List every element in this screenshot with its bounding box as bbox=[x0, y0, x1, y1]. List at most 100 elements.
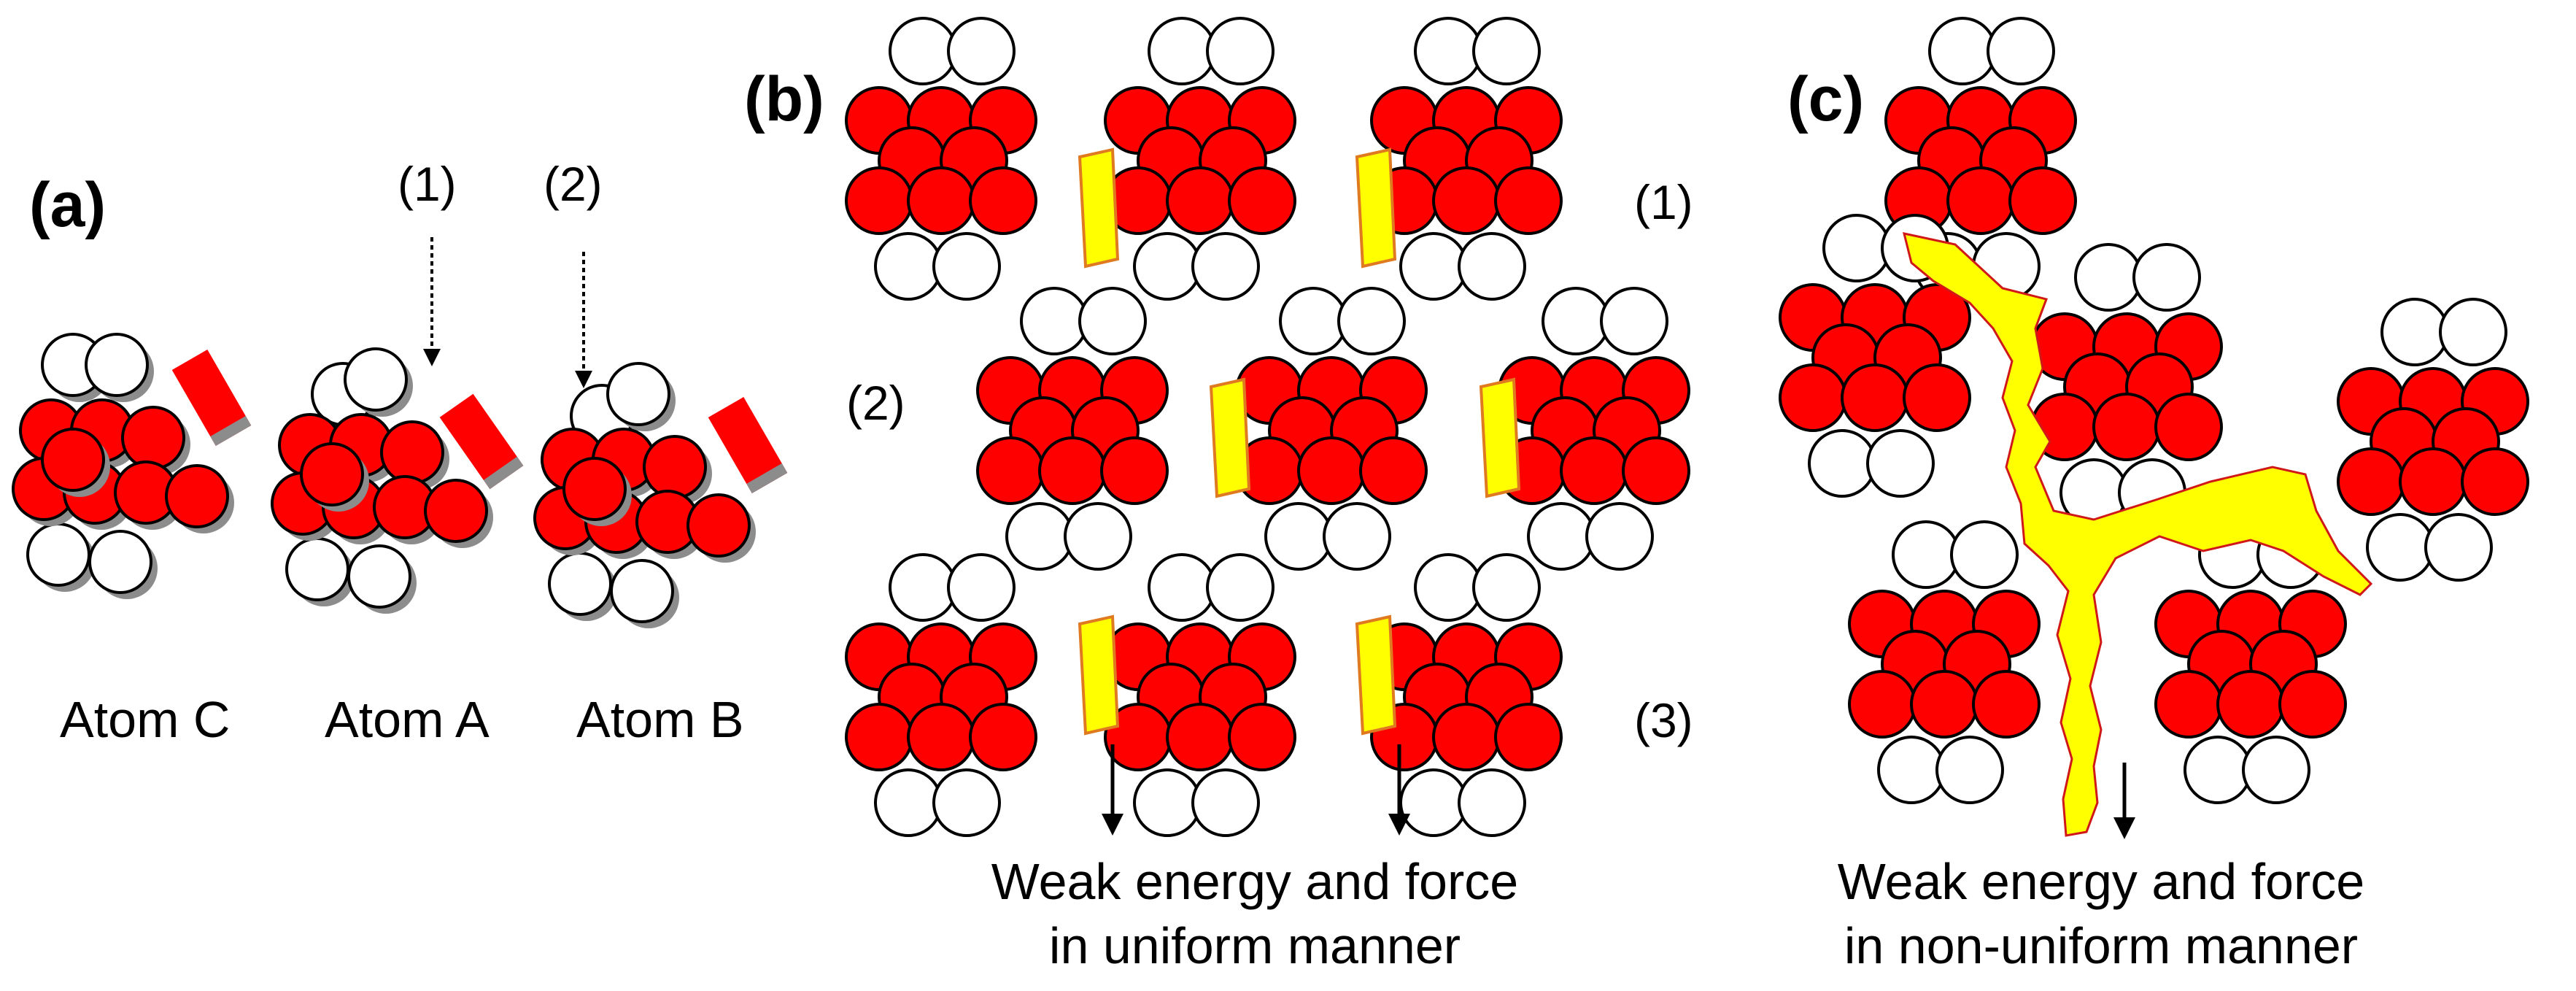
white-atom bbox=[1822, 214, 1891, 282]
red-atom bbox=[1228, 166, 1296, 235]
red-atom bbox=[41, 428, 105, 492]
red-atom bbox=[976, 436, 1045, 505]
white-atom bbox=[1133, 768, 1202, 837]
bond-bar-tip bbox=[210, 415, 252, 446]
uniform-lattice bbox=[845, 17, 1690, 837]
white-atom bbox=[1279, 287, 1347, 355]
white-atom bbox=[1928, 17, 1997, 85]
atom-a-cluster bbox=[271, 347, 524, 614]
weak-bond bbox=[1078, 147, 1120, 269]
panel-b: (b) (1) (2) (3) Weak energy and force in… bbox=[744, 17, 1693, 974]
red-atom bbox=[1432, 166, 1501, 235]
white-atom bbox=[1472, 553, 1541, 622]
white-atom bbox=[285, 537, 349, 601]
red-atom bbox=[2216, 670, 2285, 739]
red-atom bbox=[907, 703, 975, 771]
white-atom bbox=[932, 232, 1001, 301]
white-atom bbox=[1542, 287, 1610, 355]
panel-c-label: (c) bbox=[1787, 64, 1864, 134]
non-uniform-caption-line-2: in non-uniform manner bbox=[1844, 917, 2358, 974]
weak-bond bbox=[1355, 147, 1397, 269]
white-atom bbox=[1064, 502, 1132, 571]
red-atom bbox=[1946, 166, 2015, 235]
red-atom bbox=[686, 493, 751, 558]
red-atom bbox=[643, 435, 707, 499]
row-2-label: (2) bbox=[846, 376, 905, 430]
white-atom bbox=[2424, 513, 2493, 582]
red-atom bbox=[907, 166, 975, 235]
marker-1-label: (1) bbox=[398, 157, 457, 211]
red-atom bbox=[1100, 436, 1169, 505]
white-atom bbox=[1133, 232, 1202, 301]
white-atom bbox=[1399, 232, 1468, 301]
white-atom bbox=[2074, 243, 2143, 312]
white-atom bbox=[610, 559, 674, 623]
white-atom bbox=[2439, 298, 2507, 366]
bond-bar-tip bbox=[746, 463, 788, 493]
non-uniform-caption-line-1: Weak energy and force bbox=[1838, 853, 2364, 910]
white-atom bbox=[1950, 520, 2019, 589]
white-atom bbox=[889, 553, 957, 622]
red-atom bbox=[1910, 670, 1979, 739]
panel-a-label: (a) bbox=[29, 170, 106, 240]
red-atom bbox=[1848, 670, 1916, 739]
red-atom bbox=[1972, 670, 2041, 739]
panel-b-label: (b) bbox=[744, 64, 824, 134]
red-atom bbox=[2278, 670, 2347, 739]
white-atom bbox=[1935, 736, 2004, 804]
atom-b-cluster bbox=[533, 362, 788, 628]
white-atom bbox=[1264, 502, 1333, 571]
panel-a: (a) (1) (2) Atom C Atom A Atom B bbox=[12, 157, 788, 748]
red-atom bbox=[380, 420, 444, 485]
white-atom bbox=[889, 17, 957, 85]
red-atom bbox=[845, 703, 913, 771]
red-atom bbox=[845, 166, 913, 235]
red-atom bbox=[1166, 166, 1234, 235]
red-atom bbox=[2337, 447, 2405, 516]
white-atom bbox=[1148, 553, 1216, 622]
atom-b-label: Atom B bbox=[576, 691, 744, 748]
white-atom bbox=[1206, 17, 1275, 85]
white-atom bbox=[1472, 17, 1541, 85]
bond-bar-body bbox=[171, 350, 252, 446]
white-atom bbox=[1414, 553, 1482, 622]
white-atom bbox=[1458, 768, 1526, 837]
red-atom bbox=[1166, 703, 1234, 771]
red-atom bbox=[1038, 436, 1107, 505]
white-atom bbox=[1148, 17, 1216, 85]
white-atom bbox=[947, 17, 1016, 85]
white-atom bbox=[1527, 502, 1596, 571]
red-atom bbox=[1779, 363, 1847, 432]
white-atom bbox=[2242, 736, 2310, 804]
white-atom bbox=[2366, 513, 2434, 582]
red-atom bbox=[2092, 393, 2161, 461]
red-atom bbox=[1432, 703, 1501, 771]
weak-bond bbox=[1209, 377, 1251, 498]
bond-bar bbox=[708, 397, 788, 493]
white-atom bbox=[932, 768, 1001, 837]
white-atom bbox=[1005, 502, 1074, 571]
marker-2-label: (2) bbox=[544, 157, 603, 211]
atom-c-label: Atom C bbox=[60, 691, 230, 748]
red-atom bbox=[424, 479, 488, 543]
white-atom bbox=[344, 347, 408, 412]
white-atom bbox=[26, 523, 90, 587]
white-atom bbox=[1020, 287, 1088, 355]
red-atom bbox=[2154, 393, 2223, 461]
white-atom bbox=[1866, 429, 1935, 498]
white-atom bbox=[1078, 287, 1147, 355]
red-atom bbox=[2399, 447, 2467, 516]
weak-bond bbox=[1078, 614, 1120, 736]
red-atom bbox=[2461, 447, 2529, 516]
white-atom bbox=[1191, 232, 1260, 301]
bond-bar bbox=[439, 393, 524, 490]
uniform-weak-bonds bbox=[1078, 147, 1521, 736]
bond-bar-tip bbox=[483, 456, 524, 490]
red-atom bbox=[1359, 436, 1428, 505]
white-atom bbox=[85, 333, 149, 397]
red-atom bbox=[1297, 436, 1366, 505]
white-atom bbox=[606, 362, 670, 426]
uniform-caption-line-1: Weak energy and force bbox=[991, 853, 1518, 910]
